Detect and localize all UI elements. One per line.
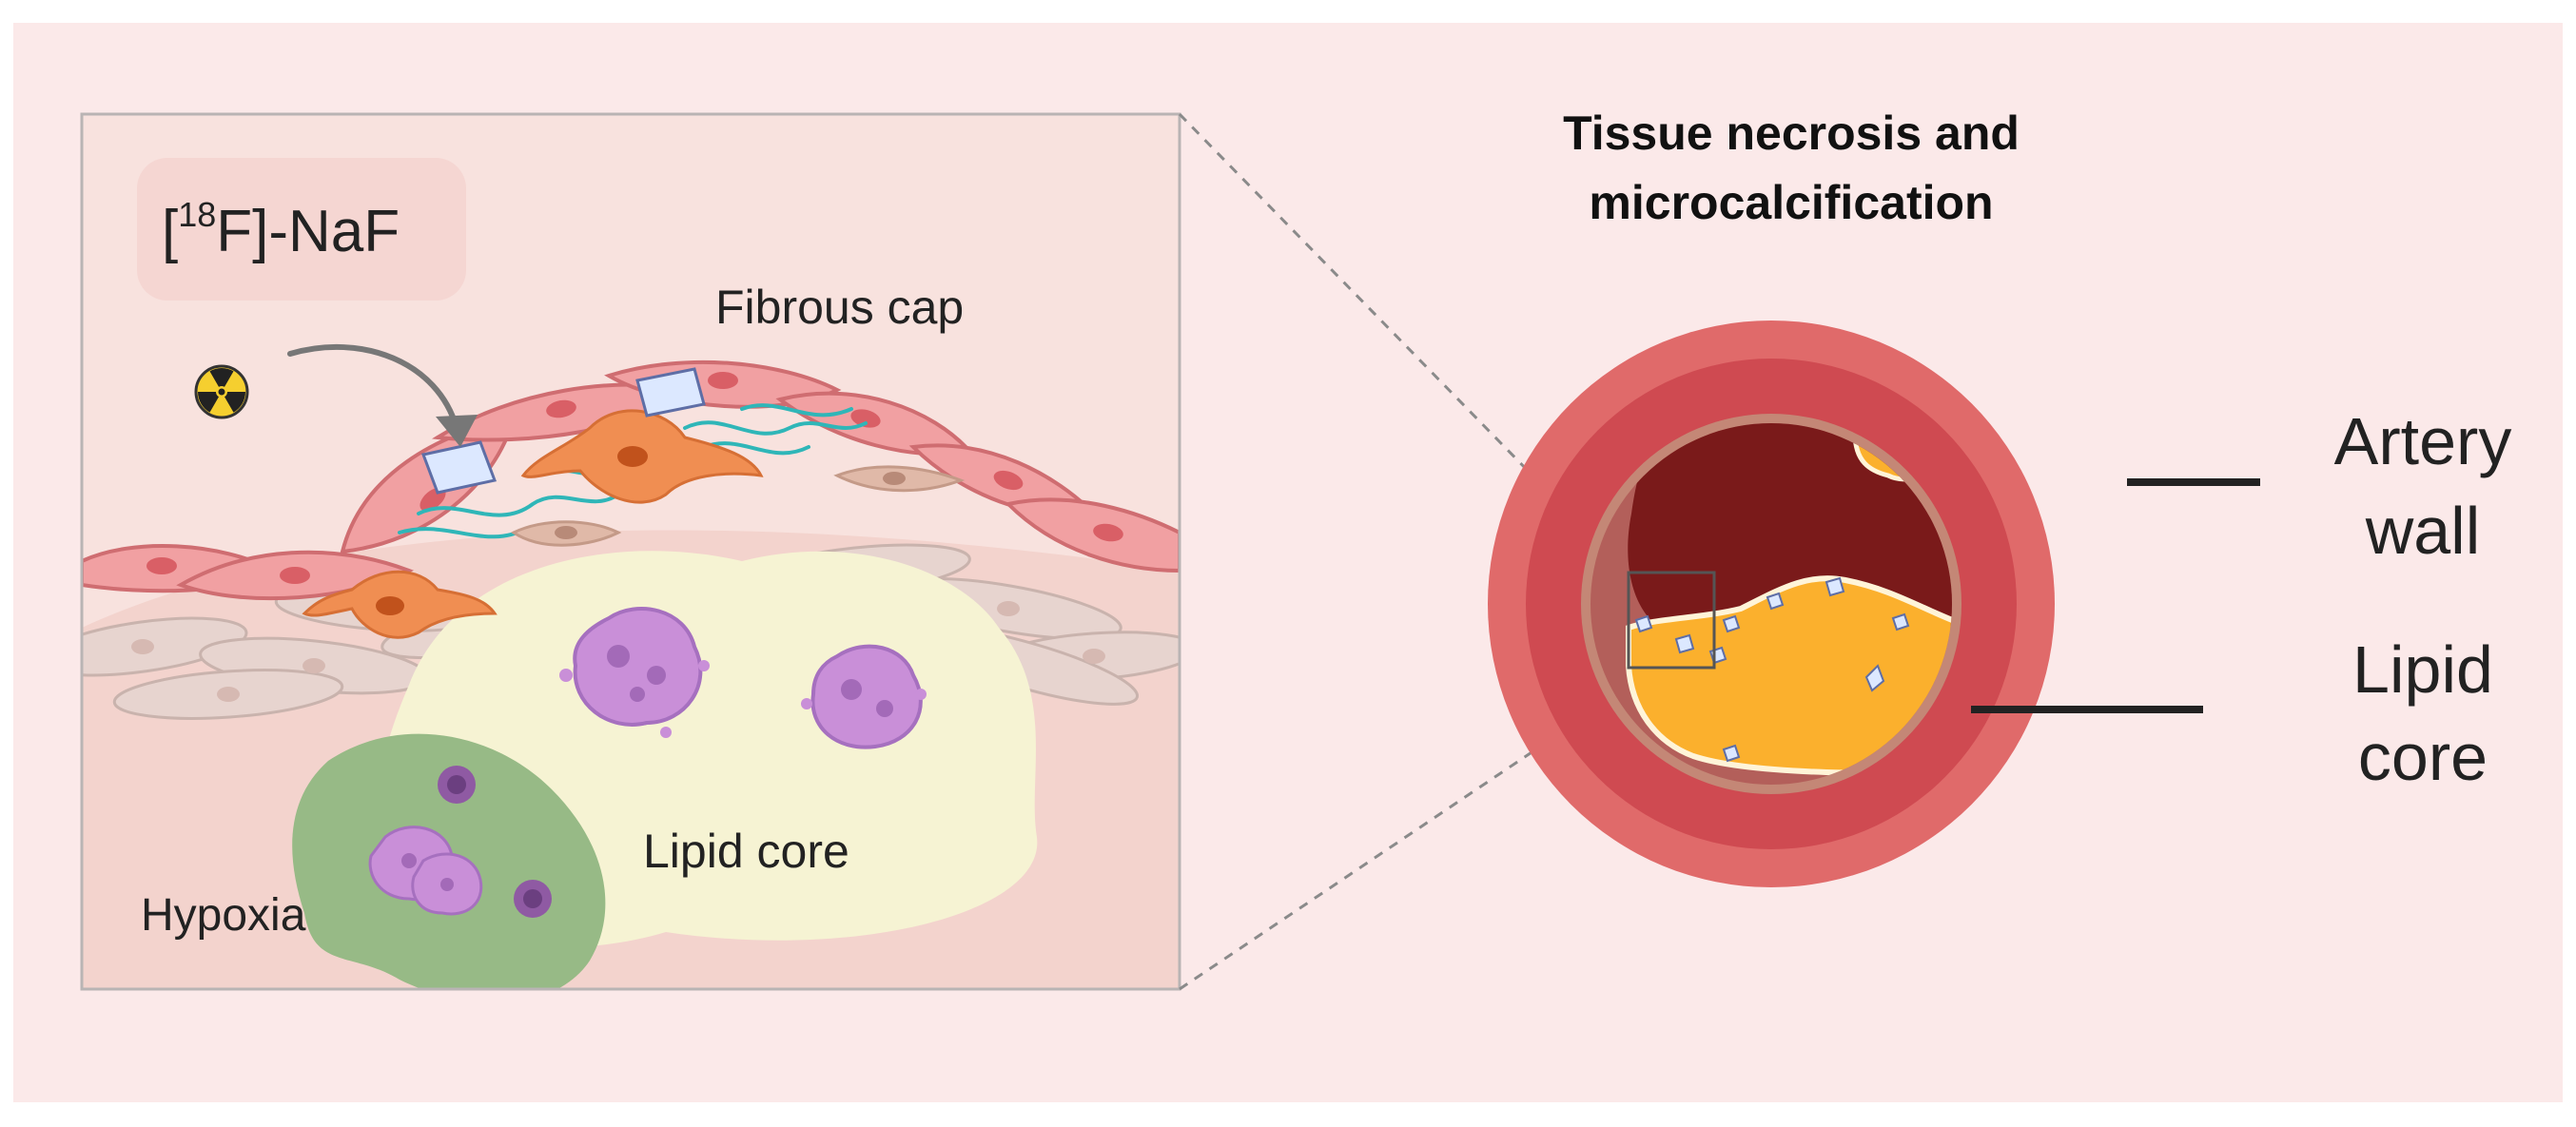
inset-border [80, 112, 1181, 991]
foam-cell [368, 826, 483, 916]
artery-wall-label-line-1: Artery [2334, 404, 2512, 478]
fibrous-cap-label: Fibrous cap [715, 281, 964, 334]
smooth-muscle-cell [302, 570, 498, 639]
lipid-core-label-line-1: Lipid [2352, 632, 2493, 707]
tracer-label: [18F]-NaF [162, 195, 400, 264]
foam-cell [559, 607, 710, 738]
endothelial-nuclei [146, 372, 1123, 584]
plaque-inset: [18F]-NaF Fibrous cap Lipid core Hypoxia [82, 114, 1180, 989]
tracer-uptake-arrowhead [436, 415, 478, 447]
smooth-muscle-cell [520, 409, 764, 504]
tracer-label-box [137, 158, 466, 301]
foam-cell [438, 766, 552, 918]
title-line-1: Tissue necrosis and [1563, 107, 2020, 160]
lipid-core-label-line-2: core [2358, 720, 2488, 794]
zoom-region-box [1627, 571, 1716, 670]
foam-cell [801, 644, 927, 749]
artery-cross-section [1488, 321, 2055, 887]
hypoxia-label: Hypoxia [141, 890, 306, 941]
microcalcification-crystal [1634, 576, 1910, 763]
tracer-uptake-arrow [287, 344, 459, 431]
artery-wall-label-line-2: wall [2365, 494, 2481, 568]
microcalcification-crystal [420, 367, 706, 495]
smooth-muscle-cell [511, 465, 966, 547]
inset-lipid-core-label: Lipid core [643, 825, 849, 878]
radiation-trefoil-icon [194, 364, 249, 419]
title-line-2: microcalcification [1589, 176, 1993, 229]
